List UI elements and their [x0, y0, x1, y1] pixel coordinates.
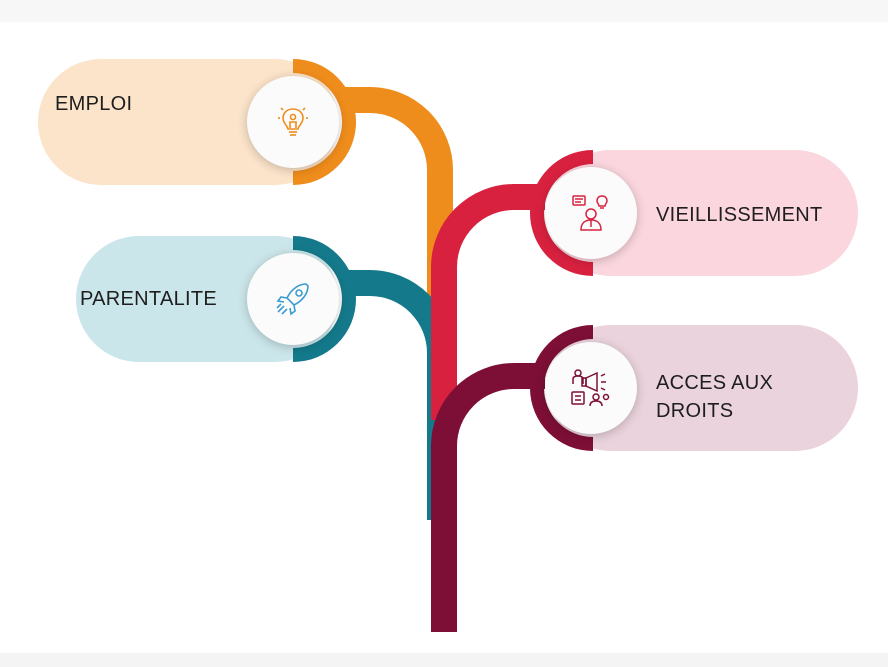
elderly-person-ideas-icon [572, 195, 608, 231]
acces-aux-droits-label-line-1: ACCES AUX [656, 372, 774, 394]
acces-aux-droits-branch-curve [431, 363, 545, 632]
parentalite-branch [293, 236, 356, 362]
bottom-band [0, 653, 888, 667]
rocket-icon [276, 283, 309, 316]
emploi-label: EMPLOI [55, 90, 132, 118]
vieillissement-branch-curve [431, 184, 545, 420]
acces-aux-droits-icon-circle [545, 342, 637, 434]
vieillissement-label: VIEILLISSEMENT [656, 201, 822, 229]
acces-aux-droits-label-line-2: DROITS [656, 400, 734, 422]
vieillissement-icon-circle [545, 167, 637, 259]
parentalite-label: PARENTALITE [80, 285, 217, 313]
lightbulb-idea-icon [278, 107, 308, 136]
emploi-branch-curve [342, 87, 453, 380]
parentalite-icon-circle [247, 253, 339, 345]
parentalite-branch-curve [342, 270, 453, 520]
emploi-icon-circle [247, 76, 339, 168]
emploi-label-line: EMPLOI [55, 93, 133, 115]
parentalite-label-line: PARENTALITE [80, 288, 218, 310]
top-band [0, 0, 888, 22]
vieillissement-label-line: VIEILLISSEMENT [656, 204, 823, 226]
acces-aux-droits-branch [530, 325, 593, 451]
emploi-branch [293, 59, 356, 185]
megaphone-people-icon [571, 369, 610, 407]
vieillissement-branch [530, 150, 593, 276]
acces-aux-droits-label: ACCES AUX DROITS [656, 369, 773, 425]
